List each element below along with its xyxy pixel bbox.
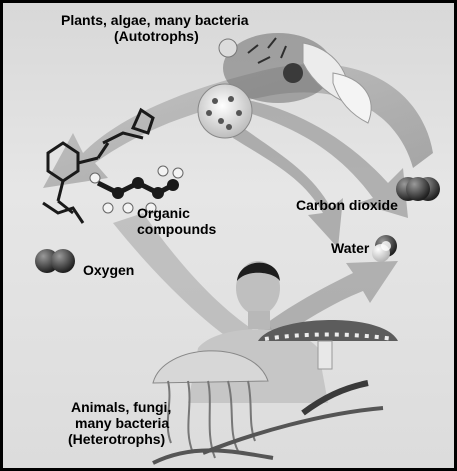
water-label: Water — [331, 241, 369, 256]
oxygen-molecule — [35, 249, 75, 273]
heterotrophs-label-line2: many bacteria — [75, 416, 169, 431]
autotrophs-label-line2: (Autotrophs) — [114, 29, 199, 44]
heterotrophs-label-line1: Animals, fungi, — [71, 400, 171, 415]
carbon-dioxide-molecule — [396, 177, 440, 201]
water-molecule — [372, 235, 397, 262]
carbon-dioxide-label: Carbon dioxide — [296, 198, 398, 213]
algae-cell-illustration — [198, 84, 252, 138]
heterotrophs-label-line3: (Heterotrophs) — [68, 432, 165, 447]
autotrophs-label-line1: Plants, algae, many bacteria — [61, 13, 249, 28]
oxygen-label: Oxygen — [83, 263, 134, 278]
organic-compounds-label-line1: Organic — [137, 206, 190, 221]
organic-compounds-label-line2: compounds — [137, 222, 216, 237]
